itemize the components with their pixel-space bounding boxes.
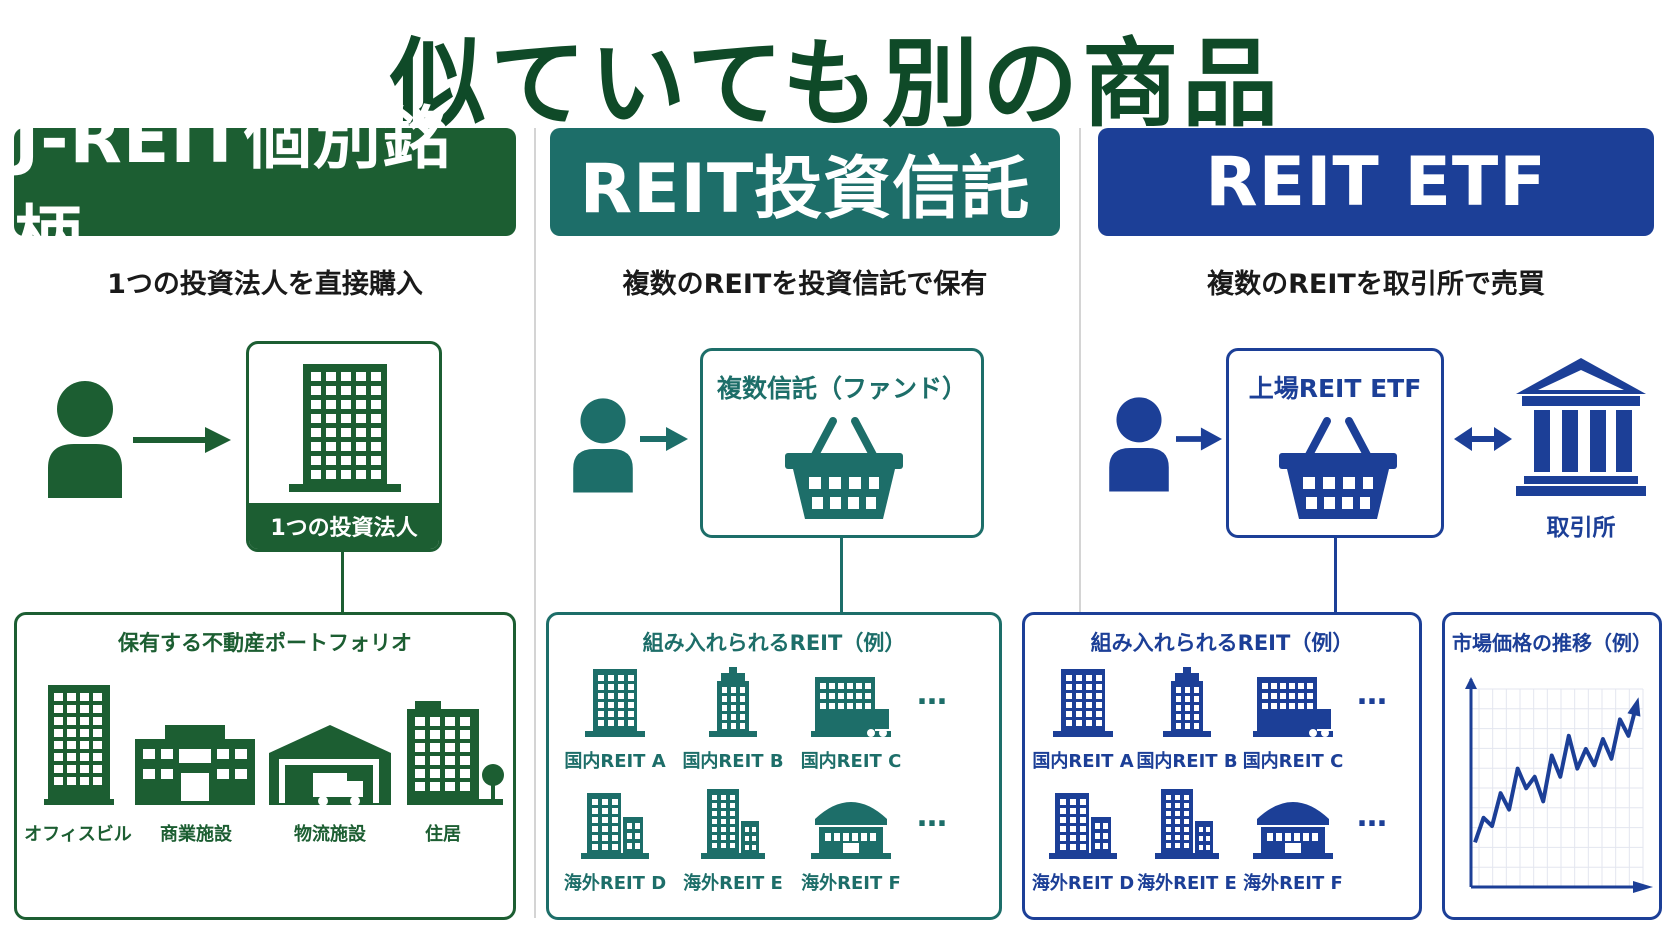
more-ellipsis: … <box>1357 677 1390 712</box>
etf-box: 上場REIT ETF <box>1226 348 1444 538</box>
connector-line <box>840 538 843 612</box>
investor-person-icon <box>573 398 633 493</box>
price-chart <box>1465 677 1653 893</box>
reit-etf-subtitle: 複数のREITを取引所で売買 <box>1207 269 1545 300</box>
reit-item-label: 国内REIT B <box>682 751 784 772</box>
portfolio-item-label: 物流施設 <box>294 824 366 845</box>
arrow-right-icon <box>133 427 231 453</box>
price-arrowhead <box>1627 697 1641 717</box>
basket-icon <box>785 417 903 519</box>
residence-icon <box>407 701 504 805</box>
investment-corporation-box: 1つの投資法人 <box>246 341 442 552</box>
portfolio-item-label: オフィスビル <box>24 824 132 845</box>
column-divider <box>534 128 536 918</box>
portfolio-title: 保有する不動産ポートフォリオ <box>118 631 412 655</box>
office-building-icon <box>289 364 401 492</box>
double-arrow-icon <box>1454 427 1512 451</box>
connector-line <box>1334 538 1337 612</box>
reit-item-label: 海外REIT F <box>1243 873 1343 894</box>
reit-etf-header-label: REIT ETF <box>1205 142 1547 222</box>
fund-box: 複数信託（ファンド） <box>700 348 984 538</box>
more-ellipsis: … <box>917 799 950 834</box>
reit-fund-header: REIT投資信託 <box>550 128 1060 236</box>
reit-item-label: 海外REIT D <box>1031 873 1135 894</box>
reit-list-box: 組み入れられるREIT（例） 国内REIT A 国内REIT B 国内REIT C 海… <box>546 612 1002 920</box>
reit-building-icon <box>585 669 645 737</box>
reit-list-title: 組み入れられるREIT（例） <box>642 631 906 655</box>
reit-item-label: 海外REIT F <box>801 873 901 894</box>
reit-fund-header-label: REIT投資信託 <box>579 149 1031 229</box>
reit-etf-header: REIT ETF <box>1098 128 1654 236</box>
jreit-header: J-REIT個別銘柄 <box>14 100 516 278</box>
jreit-header-label: J-REIT個別銘柄 <box>14 100 452 278</box>
price-chart-box: 市場価格の推移（例） <box>1442 612 1662 920</box>
reit-item-label: 国内REIT B <box>1136 751 1238 772</box>
more-ellipsis: … <box>1357 799 1390 834</box>
reit-building-icon <box>1049 793 1117 859</box>
reit-building-icon <box>701 789 765 859</box>
reit-building-icon <box>709 667 757 737</box>
exchange-label: 取引所 <box>1546 515 1616 541</box>
jreit-subtitle: 1つの投資法人を直接購入 <box>107 269 423 300</box>
arrow-right-icon <box>640 427 688 451</box>
reit-item-label: 国内REIT C <box>800 751 902 772</box>
reit-building-icon <box>1053 669 1113 737</box>
portfolio-item-label: 商業施設 <box>160 824 232 845</box>
reit-building-icon <box>1155 789 1219 859</box>
office-building-icon <box>44 685 114 805</box>
reit-building-icon <box>581 793 649 859</box>
connector-line <box>341 552 344 612</box>
column-divider <box>1079 128 1081 918</box>
investment-corporation-label: 1つの投資法人 <box>249 503 439 549</box>
investor-person-icon <box>1109 397 1169 492</box>
commercial-facility-icon <box>135 725 255 805</box>
basket-icon <box>1279 417 1397 519</box>
page-title: 似ていても別の商品 <box>389 28 1283 140</box>
stock-exchange-building-icon <box>1516 358 1646 496</box>
reit-item-label: 海外REIT E <box>1137 873 1237 894</box>
reit-building-icon <box>811 802 891 859</box>
reit-building-icon <box>1163 667 1211 737</box>
reit-item-label: 海外REIT E <box>683 873 783 894</box>
portfolio-box: 保有する不動産ポートフォリオ オフィスビル 商業施設 物流施設 住居 <box>14 612 516 920</box>
reit-item-label: 国内REIT A <box>564 751 666 772</box>
reit-item-label: 国内REIT C <box>1242 751 1344 772</box>
reit-fund-subtitle: 複数のREITを投資信託で保有 <box>622 269 988 300</box>
portfolio-item-label: 住居 <box>425 824 461 845</box>
reit-item-label: 海外REIT D <box>563 873 667 894</box>
more-ellipsis: … <box>917 677 950 712</box>
reit-building-icon <box>1253 802 1333 859</box>
investor-person-icon <box>48 381 122 498</box>
price-chart-title: 市場価格の推移（例） <box>1452 631 1652 655</box>
reit-building-icon <box>1253 677 1333 737</box>
reit-item-label: 国内REIT A <box>1032 751 1134 772</box>
etf-label: 上場REIT ETF <box>1248 374 1422 403</box>
arrow-right-icon <box>1176 427 1222 451</box>
price-line <box>1473 702 1639 844</box>
reit-list-title: 組み入れられるREIT（例） <box>1090 631 1354 655</box>
logistics-warehouse-icon <box>269 725 391 806</box>
fund-label: 複数信託（ファンド） <box>716 374 967 403</box>
reit-building-icon <box>811 677 891 737</box>
